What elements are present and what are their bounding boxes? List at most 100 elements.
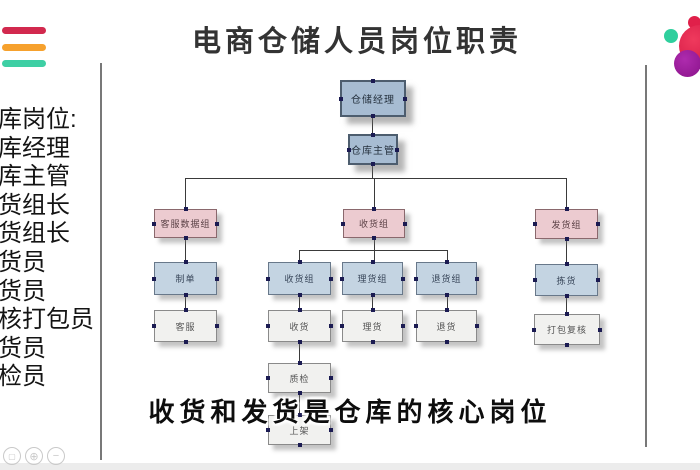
connector-handle (371, 162, 375, 166)
connector (372, 295, 373, 310)
org-node-tally[interactable]: 理货 (340, 308, 405, 344)
connector-handle (215, 324, 219, 328)
connector-handle (533, 278, 537, 282)
connector-handle (340, 276, 344, 281)
connector-handle (297, 260, 302, 264)
connector-handle (183, 207, 188, 211)
connector-handle (371, 114, 375, 118)
connector (299, 250, 300, 262)
role-list-line: 核打包员 (0, 306, 94, 334)
right-frame-line (645, 65, 647, 447)
connector-handle (371, 79, 375, 83)
role-list-line: 货组长 (0, 220, 70, 248)
connector (372, 165, 373, 178)
connector-handle (329, 276, 333, 281)
connector-handle (297, 413, 302, 417)
connector (566, 178, 567, 208)
org-node-warehouse-storage-manager[interactable]: 仓储经理 (339, 79, 407, 118)
zoom-icon[interactable] (25, 447, 43, 465)
connector-handle (266, 324, 270, 328)
role-list-line: 货组长 (0, 191, 70, 219)
connector-handle (183, 308, 188, 312)
left-frame-line (100, 63, 102, 460)
connector-handle (183, 293, 188, 297)
connector-handle (414, 324, 418, 328)
connector-handle (475, 276, 479, 281)
connector-handle (532, 327, 536, 332)
role-list-line: 货员 (0, 277, 46, 305)
connector-handle (329, 376, 333, 380)
org-node-returns-team[interactable]: 退货组 (414, 260, 479, 297)
connector-handle (401, 324, 405, 328)
connector-handle (266, 428, 270, 432)
role-list-line: 货员 (0, 334, 46, 362)
connector (566, 239, 567, 264)
connector-handle (152, 324, 156, 328)
org-node-customer-service[interactable]: 客服 (152, 308, 219, 344)
role-list-line: 库岗位: (0, 106, 77, 133)
org-node-receiving-group[interactable]: 收货组 (341, 207, 407, 240)
connector-handle (371, 133, 375, 137)
connector-handle (266, 276, 270, 281)
connector-handle (444, 308, 449, 312)
fit-screen-icon[interactable] (3, 447, 21, 465)
connector-handle (444, 260, 449, 264)
menu-icon[interactable] (2, 27, 48, 69)
connector (566, 296, 567, 314)
connector (299, 250, 447, 251)
connector-handle (329, 324, 333, 328)
connector (299, 342, 300, 363)
connector-handle (564, 237, 569, 241)
connector-handle (183, 236, 188, 240)
connector-handle (297, 361, 302, 365)
connector-handle (370, 293, 375, 297)
connector-handle (152, 221, 156, 226)
connector-handle (347, 147, 351, 152)
connector-handle (215, 221, 219, 226)
connector-handle (403, 221, 407, 226)
zoom-out-icon[interactable] (47, 447, 65, 465)
connector-handle (372, 207, 376, 211)
role-list-line: 检员 (0, 363, 46, 391)
connector (185, 178, 186, 209)
org-node-returns[interactable]: 退货 (414, 308, 479, 344)
connector (372, 117, 373, 134)
org-node-quality-check[interactable]: 质检 (266, 361, 333, 395)
bottom-strip (0, 463, 700, 470)
role-list: 库岗位: 库经理 库主管 货组长 货组长 货员 货员 核打包员 货员 检员 (0, 106, 94, 392)
connector (447, 250, 448, 262)
org-node-warehouse-supervisor[interactable]: 仓库主管 (347, 133, 399, 166)
org-node-picking[interactable]: 拣货 (533, 262, 600, 298)
connector-handle (395, 147, 399, 152)
org-node-service-data-group[interactable]: 客服数据组 (152, 207, 219, 240)
connector (185, 238, 186, 262)
connector-handle (564, 207, 569, 211)
org-node-shelving[interactable]: 上架 (266, 413, 333, 447)
connector-handle (370, 308, 375, 312)
org-node-receiving[interactable]: 收货 (266, 308, 333, 344)
connector (447, 295, 448, 310)
org-node-tally-team[interactable]: 理货组 (340, 260, 405, 297)
connector-handle (297, 340, 302, 344)
connector (299, 393, 300, 415)
dots-cluster-logo-icon (660, 10, 700, 80)
connector-handle (475, 324, 479, 328)
connector-handle (215, 276, 219, 281)
connector-handle (414, 276, 418, 281)
org-node-shipping-group[interactable]: 发货组 (533, 207, 600, 241)
connector-handle (297, 391, 302, 395)
connector (185, 295, 186, 310)
connector (185, 178, 566, 179)
org-node-pack-recheck[interactable]: 打包复核 (532, 312, 602, 347)
connector-handle (152, 276, 156, 281)
org-node-order-making[interactable]: 制单 (152, 260, 219, 297)
connector-handle (596, 222, 600, 226)
role-list-line: 货员 (0, 248, 46, 276)
connector-handle (297, 443, 302, 447)
connector-handle (339, 96, 343, 101)
org-node-receiving-team[interactable]: 收货组 (266, 260, 333, 297)
connector-handle (565, 312, 569, 316)
connector-handle (266, 376, 270, 380)
connector-handle (596, 278, 600, 282)
connector (299, 295, 300, 310)
